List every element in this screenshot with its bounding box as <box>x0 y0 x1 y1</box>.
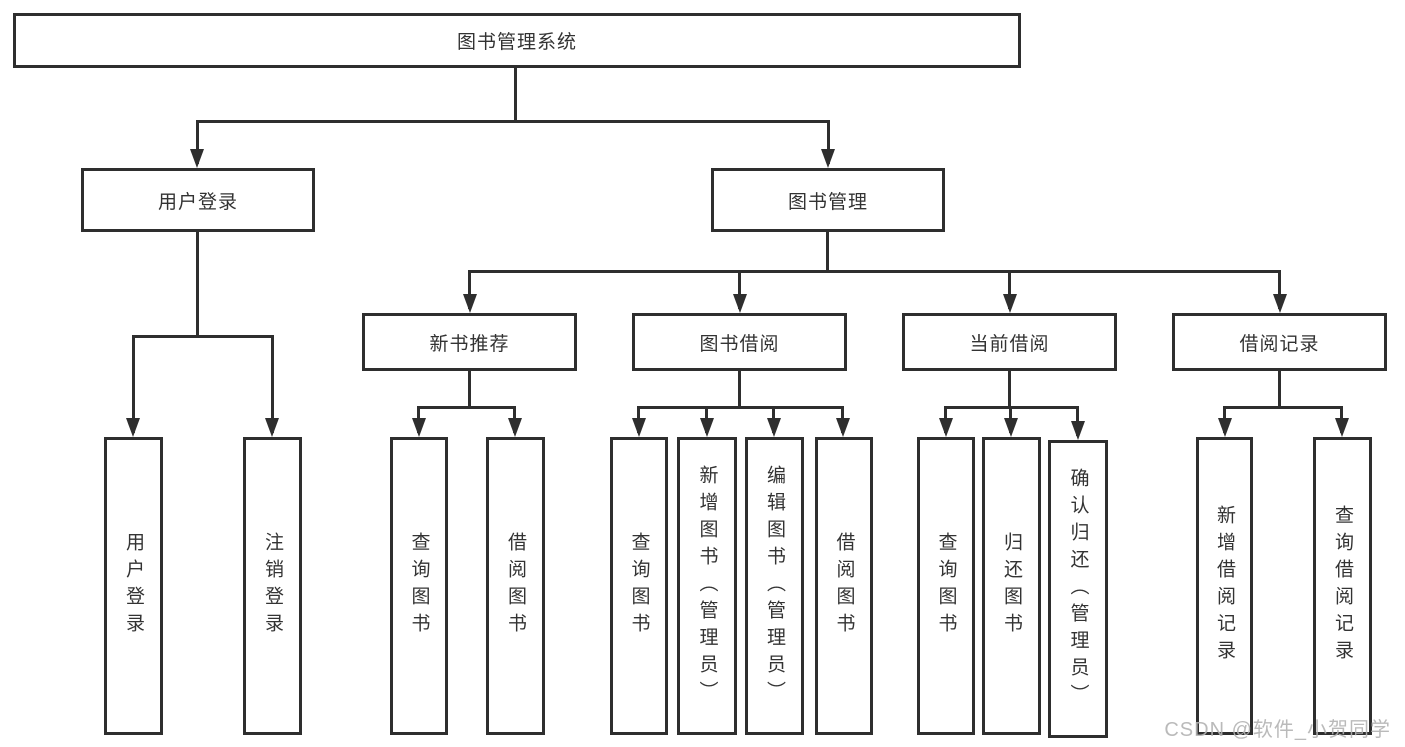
connector-line <box>417 406 516 409</box>
node-leaf-query-borrow-record: 查询借阅记录 <box>1313 437 1372 735</box>
node-leaf-logout: 注销登录 <box>243 437 302 735</box>
connector-line <box>738 270 741 309</box>
node-leaf-user-login: 用户登录 <box>104 437 163 735</box>
node-new-book-recommend: 新书推荐 <box>362 313 577 371</box>
node-leaf-query-book-rec: 查询图书 <box>390 437 448 735</box>
node-book-borrow: 图书借阅 <box>632 313 847 371</box>
connector-line <box>827 120 830 164</box>
connector-line <box>271 335 274 433</box>
connector-line <box>468 270 471 309</box>
arrow-down-icon <box>1273 294 1287 313</box>
node-library-system: 图书管理系统 <box>13 13 1021 68</box>
node-user-login: 用户登录 <box>81 168 315 232</box>
csdn-watermark: CSDN @软件_小贺同学 <box>1164 719 1391 741</box>
arrow-down-icon <box>767 418 781 437</box>
connector-line <box>196 120 830 123</box>
connector-line <box>738 371 741 406</box>
connector-line <box>196 120 199 164</box>
connector-line <box>1008 371 1011 406</box>
node-leaf-add-borrow-record: 新增借阅记录 <box>1196 437 1253 735</box>
arrow-down-icon <box>733 294 747 313</box>
arrow-down-icon <box>1003 294 1017 313</box>
connector-line <box>196 232 199 335</box>
node-leaf-borrow-book-bb: 借阅图书 <box>815 437 873 735</box>
node-leaf-add-book-admin: 新增图书（管理员） <box>677 437 737 735</box>
connector-line <box>1223 406 1343 409</box>
node-borrow-records: 借阅记录 <box>1172 313 1387 371</box>
arrow-down-icon <box>508 418 522 437</box>
node-book-management: 图书管理 <box>711 168 945 232</box>
arrow-down-icon <box>1335 418 1349 437</box>
connector-line <box>514 68 517 120</box>
arrow-down-icon <box>1218 418 1232 437</box>
node-current-borrow: 当前借阅 <box>902 313 1117 371</box>
arrow-down-icon <box>1004 418 1018 437</box>
arrow-down-icon <box>126 418 140 437</box>
arrow-down-icon <box>265 418 279 437</box>
node-leaf-borrow-book-rec: 借阅图书 <box>486 437 545 735</box>
arrow-down-icon <box>632 418 646 437</box>
arrow-down-icon <box>939 418 953 437</box>
arrow-down-icon <box>836 418 850 437</box>
connector-line <box>1278 270 1281 309</box>
connector-line <box>826 232 829 270</box>
connector-line <box>132 335 273 338</box>
connector-line <box>1008 270 1011 309</box>
connector-line <box>132 335 135 433</box>
arrow-down-icon <box>700 418 714 437</box>
connector-line <box>1278 371 1281 406</box>
arrow-down-icon <box>1071 421 1085 440</box>
connector-line <box>468 371 471 406</box>
node-leaf-return-book: 归还图书 <box>982 437 1041 735</box>
arrow-down-icon <box>412 418 426 437</box>
arrow-down-icon <box>821 149 835 168</box>
node-leaf-edit-book-admin: 编辑图书（管理员） <box>745 437 804 735</box>
node-leaf-confirm-return-admin: 确认归还（管理员） <box>1048 440 1108 738</box>
arrow-down-icon <box>190 149 204 168</box>
node-leaf-query-book-cb: 查询图书 <box>917 437 975 735</box>
connector-line <box>637 406 844 409</box>
arrow-down-icon <box>463 294 477 313</box>
node-leaf-query-book-bb: 查询图书 <box>610 437 668 735</box>
connector-line <box>468 270 1281 273</box>
